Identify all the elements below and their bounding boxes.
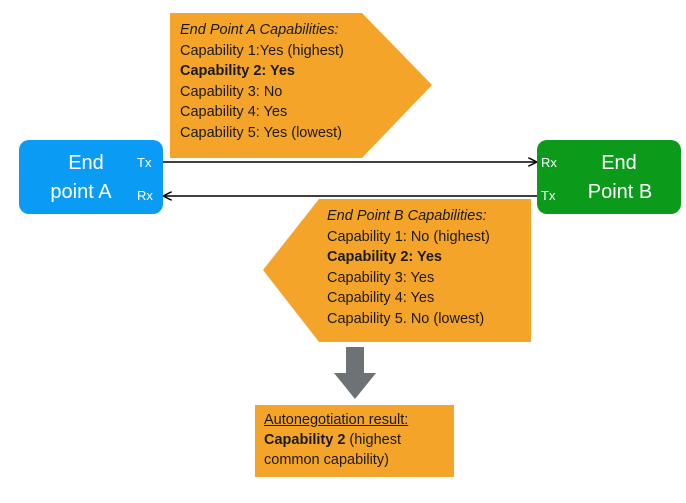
callout-a-line-4: Capability 4: Yes xyxy=(180,104,288,120)
endpoint-a-tx-label: Tx xyxy=(137,155,152,170)
result-capability-rest: (highest xyxy=(345,432,402,448)
endpoint-a-title-line1: End xyxy=(68,152,104,174)
endpoint-b-title-line2: Point B xyxy=(587,181,653,203)
endpoint-b-capabilities-callout: End Point B Capabilities: Capability 1: … xyxy=(263,199,531,342)
callout-a-shape xyxy=(170,13,432,158)
endpoint-b-tx-label: Tx xyxy=(541,188,556,203)
callout-a-header: End Point A Capabilities: xyxy=(180,22,339,38)
callout-b-line-5: Capability 5. No (lowest) xyxy=(327,310,485,327)
callout-b-header: End Point B Capabilities: xyxy=(327,208,487,224)
result-capability-bold: Capability 2 xyxy=(264,432,346,448)
callout-a-line-2: Capability 2: Yes xyxy=(180,63,295,79)
endpoint-a-rx-label: Rx xyxy=(137,188,153,203)
endpoint-b-rx-label: Rx xyxy=(541,155,557,170)
autonegotiation-result-box: Autonegotiation result: Capability 2 (hi… xyxy=(255,405,454,477)
callout-b-line-1: Capability 1: No (highest) xyxy=(327,228,490,245)
callout-a-line-3: Capability 3: No xyxy=(180,83,283,100)
endpoint-b-title-line1: End xyxy=(601,152,637,174)
callout-b-line-4: Capability 4: Yes xyxy=(327,290,435,306)
callout-b-shape xyxy=(263,199,531,342)
down-arrow-icon xyxy=(334,347,376,399)
callout-a-line-1: Capability 1:Yes (highest) xyxy=(180,42,344,59)
endpoint-a-title-line2: point A xyxy=(50,181,112,203)
callout-b-line-3: Capability 3: Yes xyxy=(327,269,435,286)
endpoint-a-box: End point A Tx Rx xyxy=(19,140,163,214)
result-common-line: common capability) xyxy=(264,452,389,468)
result-heading: Autonegotiation result: xyxy=(264,412,409,428)
result-capability-line: Capability 2 (highest xyxy=(264,431,401,450)
callout-b-line-2: Capability 2: Yes xyxy=(327,249,442,265)
endpoint-a-capabilities-callout: End Point A Capabilities: Capability 1:Y… xyxy=(170,13,432,158)
endpoint-b-box: Rx Tx End Point B xyxy=(537,140,681,214)
callout-a-line-5: Capability 5: Yes (lowest) xyxy=(180,124,342,141)
